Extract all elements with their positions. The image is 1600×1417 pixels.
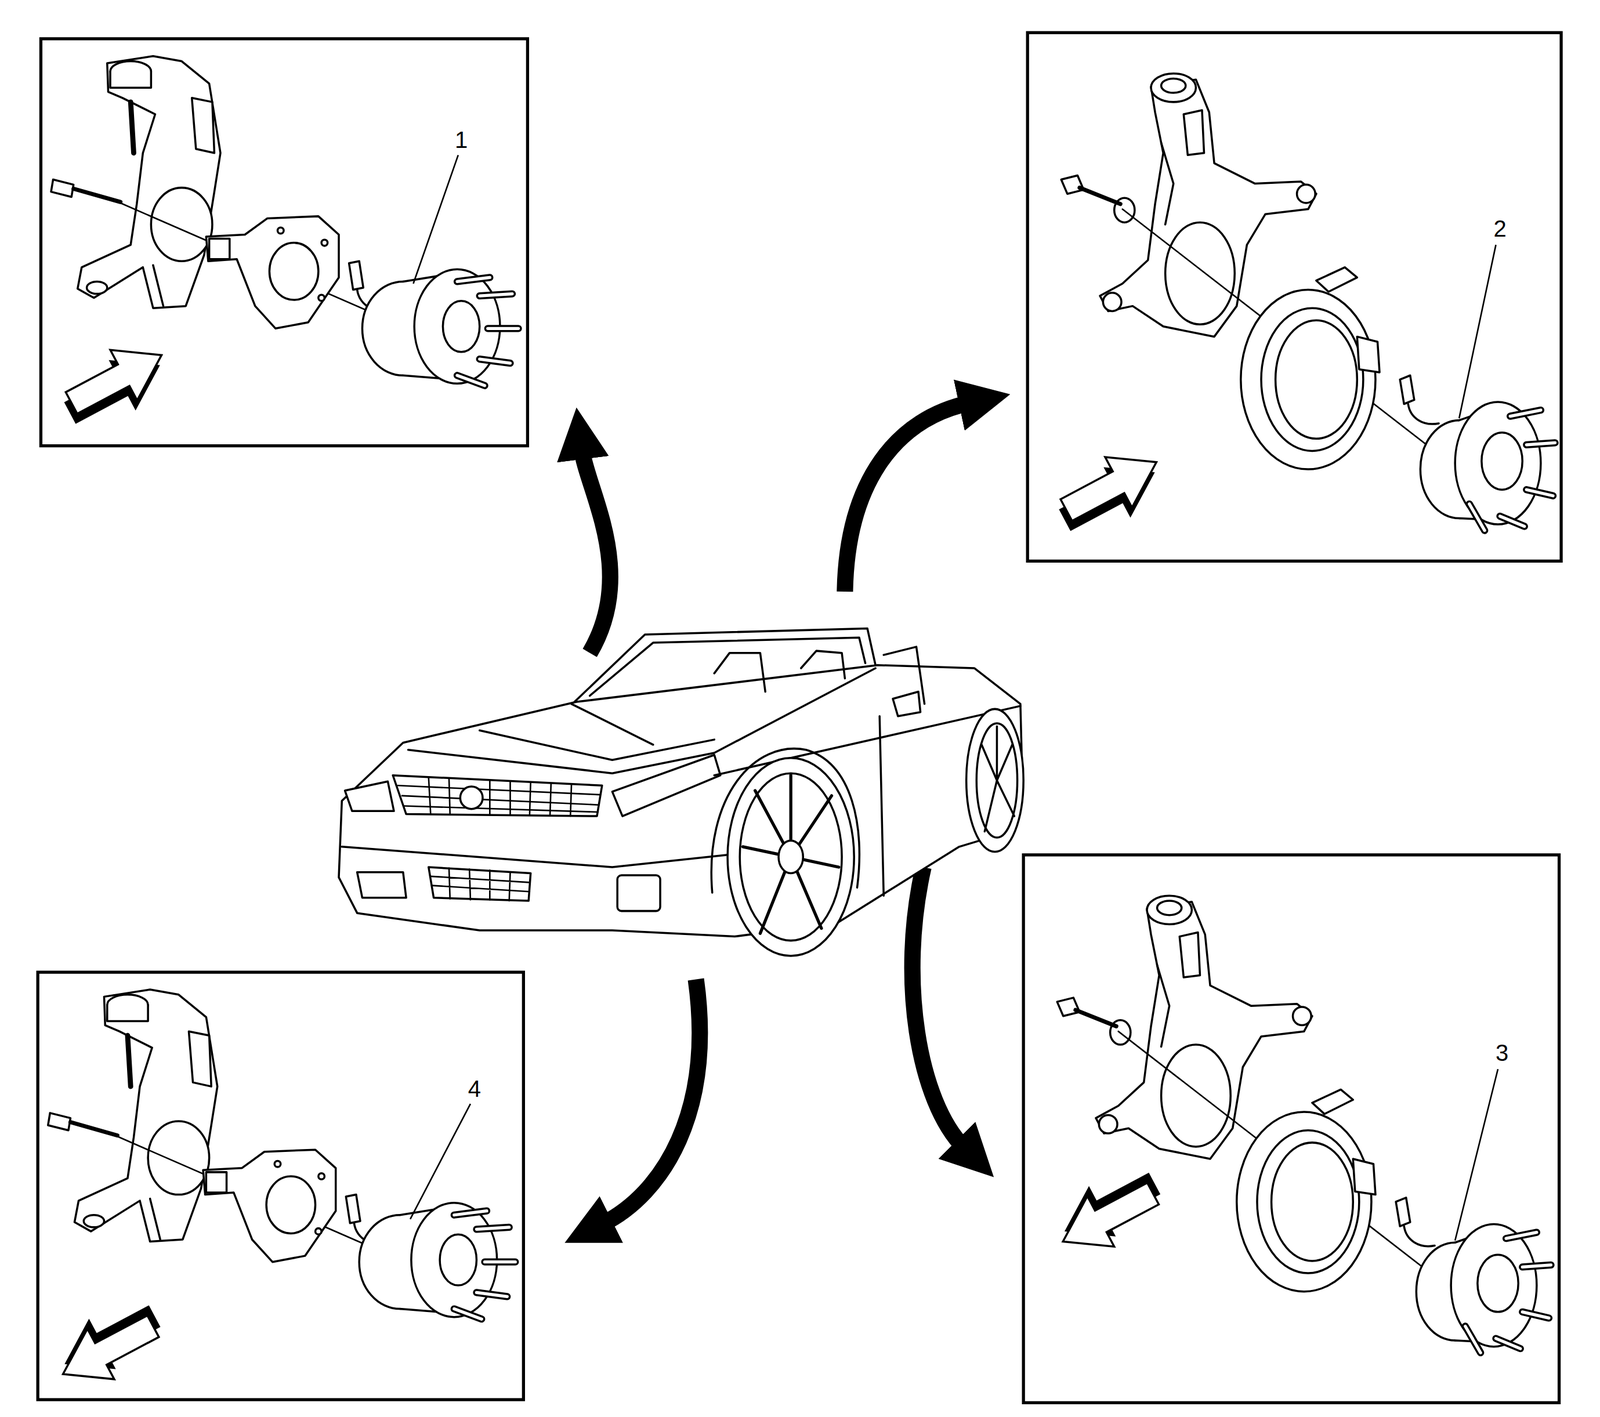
car-illustration [357,872,407,899]
car-illustration [338,665,1023,937]
callout-number: 4 [465,1076,484,1102]
panel-frame [1027,32,1562,561]
hub-assembly [48,989,516,1320]
location-arrow [844,403,970,592]
car-illustration [966,708,1024,852]
leader-line [1454,1069,1498,1241]
direction-arrow [52,330,179,439]
panel-frame [1023,855,1559,1403]
car-illustration [589,637,866,696]
car-illustration [743,775,839,935]
location-arrow [912,867,965,1149]
car-illustration [397,785,600,813]
panel-frame [40,38,528,447]
car-illustration [981,726,1015,832]
car-illustration [739,773,842,941]
car-illustration [430,868,530,901]
direction-arrow [1045,1158,1172,1268]
car-illustration [479,704,715,761]
hub-assembly [51,56,519,386]
car-illustration [428,867,531,901]
car-illustration [338,628,1024,957]
car-illustration [727,758,854,957]
car-illustration [801,650,846,679]
car-illustration [428,777,572,817]
location-arrow [602,979,700,1225]
car-illustration [617,875,661,912]
car-illustration [612,755,720,817]
callout-number: 3 [1493,1040,1511,1066]
hub-assembly [1056,895,1551,1353]
callout-number: 2 [1491,215,1509,242]
car-illustration [714,653,766,693]
callout-number: 1 [452,127,470,153]
car-illustration [778,840,803,874]
car-illustration [892,691,921,716]
leader-line [413,154,458,284]
car-illustration [408,668,876,774]
car-illustration [341,846,727,868]
panel-frame [37,972,524,1400]
car-illustration [345,781,394,812]
direction-arrow [1047,436,1174,546]
leader-line [1459,244,1496,419]
car-illustration [460,786,483,810]
car-illustration [392,775,603,817]
direction-arrow [45,1291,172,1400]
panel-frame [37,32,1562,1403]
location-arrow [581,449,611,654]
car-illustration [976,723,1017,838]
leader-line [410,1103,471,1220]
